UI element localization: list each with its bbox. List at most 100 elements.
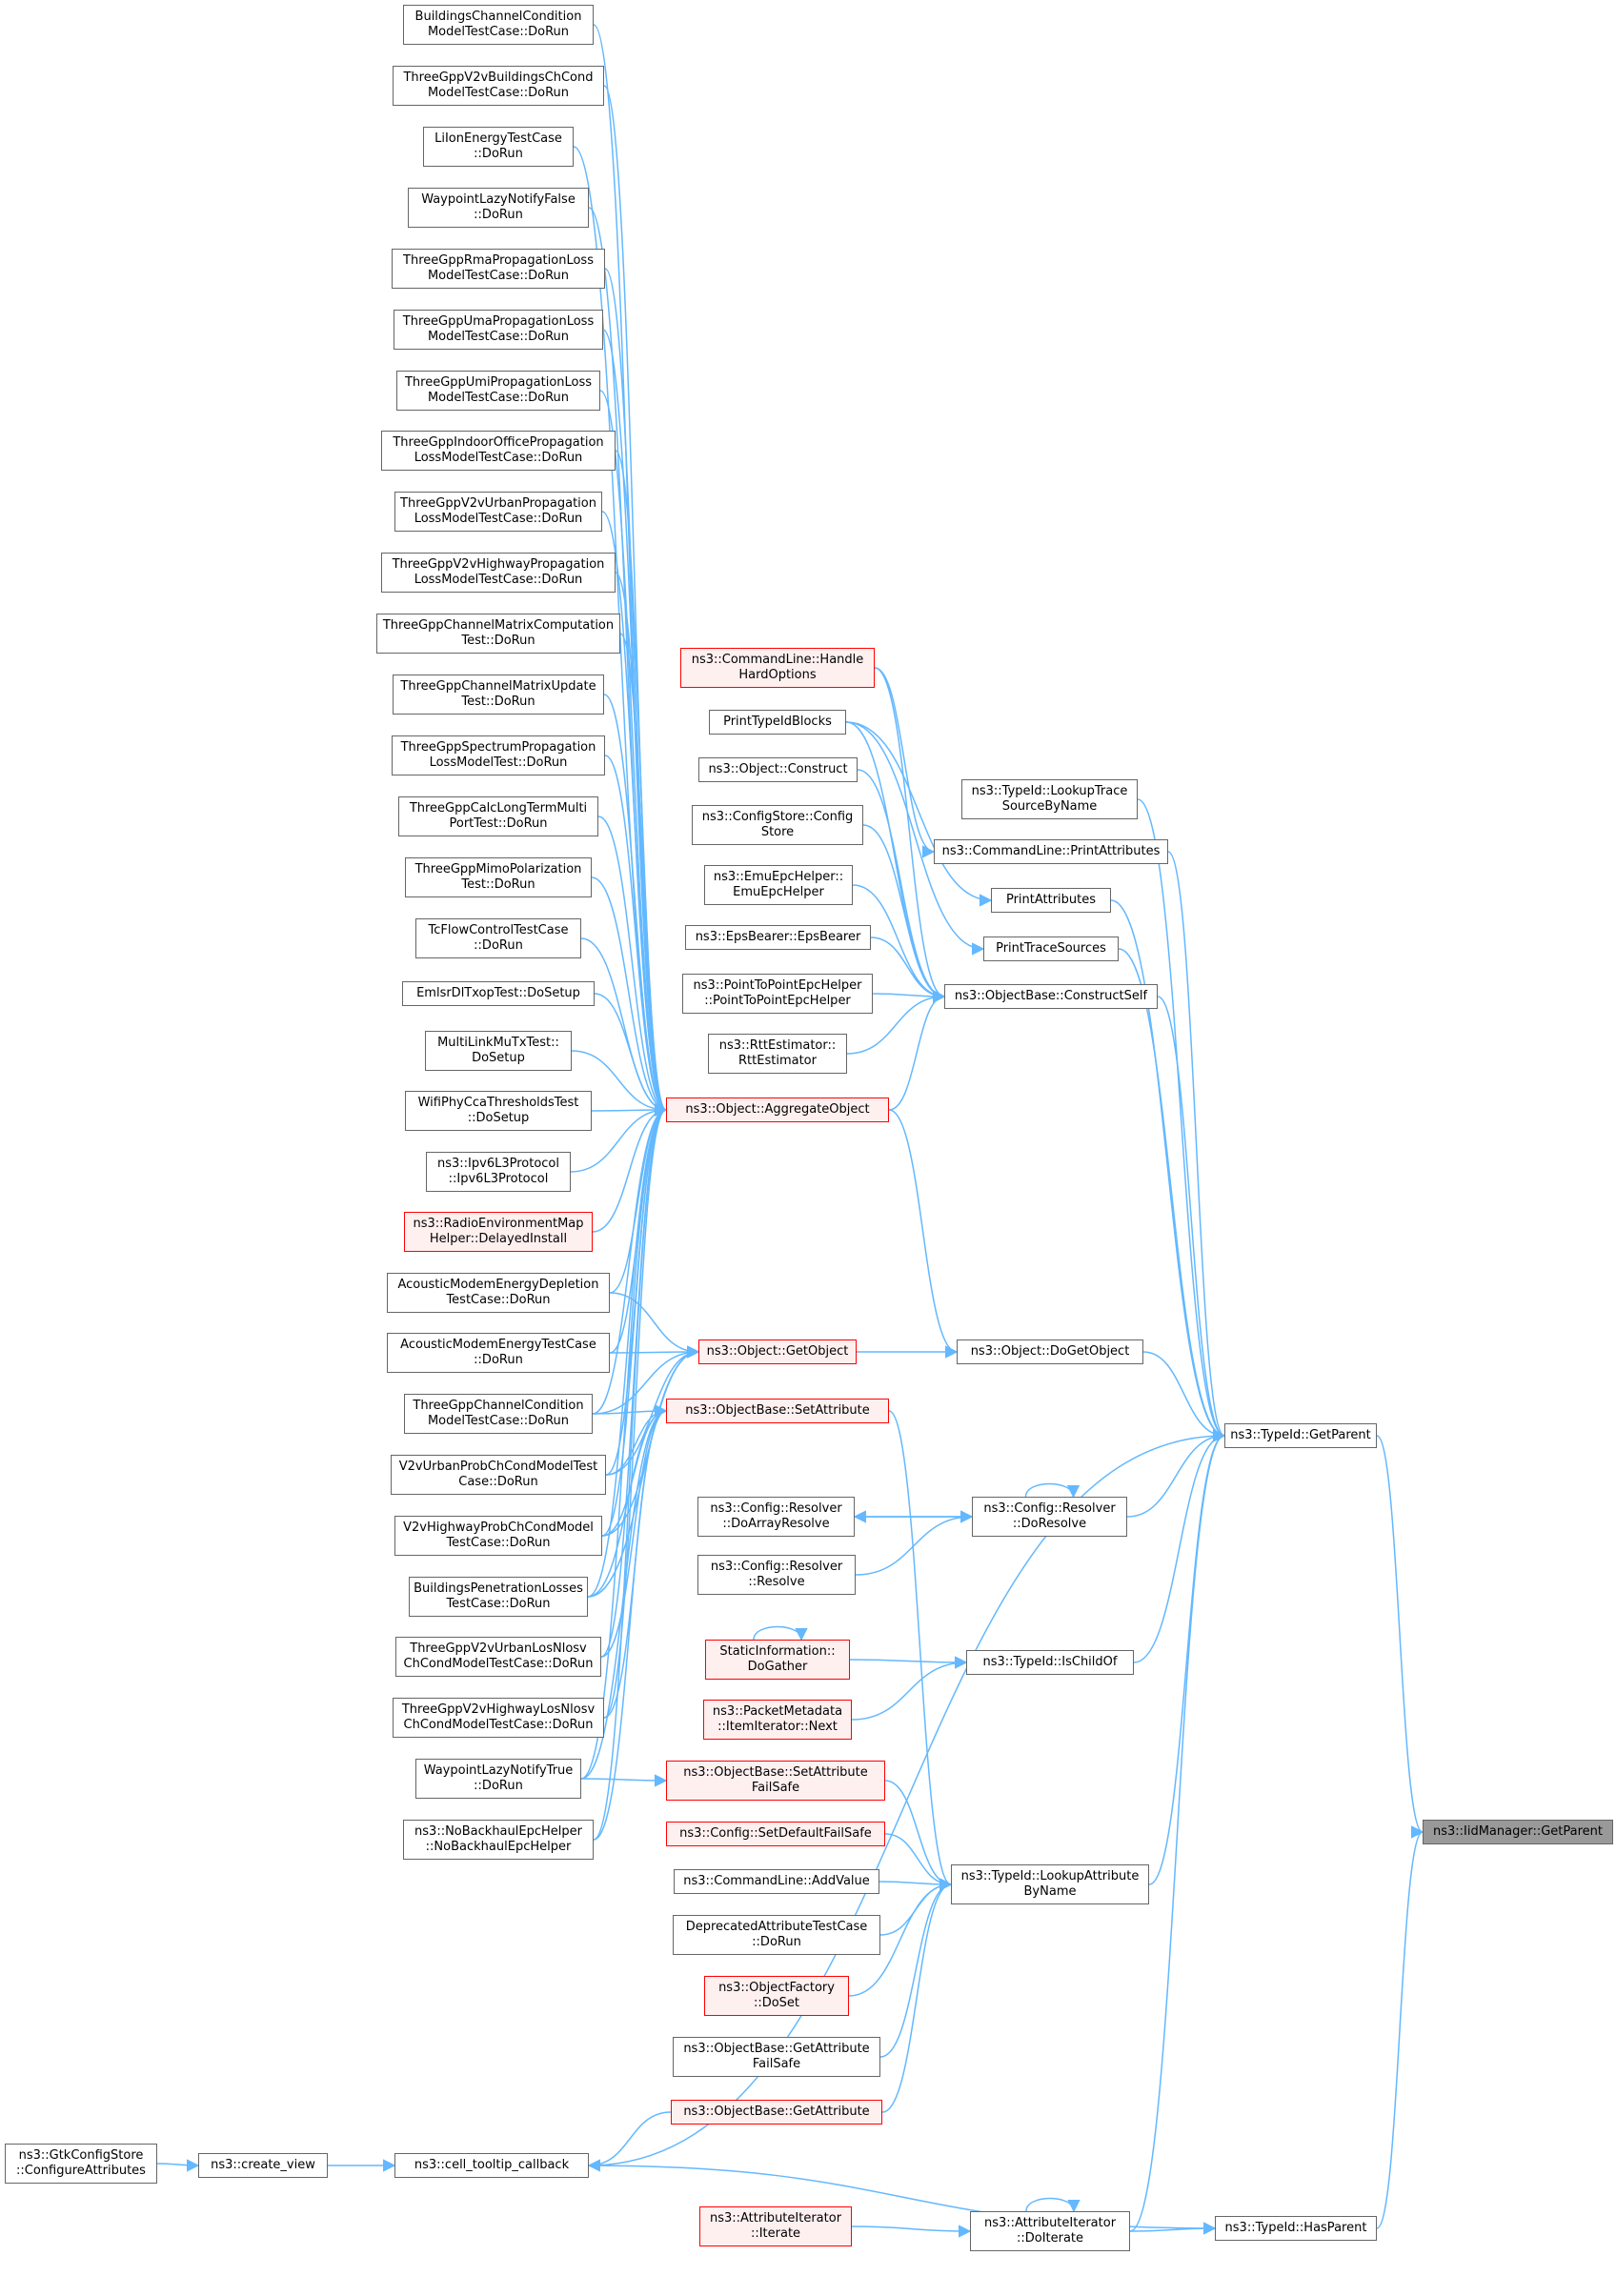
graph-node-label: WaypointLazyNotifyTrue — [423, 1763, 574, 1778]
graph-node-label: PrintAttributes — [1005, 893, 1097, 907]
graph-node[interactable]: WifiPhyCcaThresholdsTest::DoSetup — [405, 1091, 592, 1131]
graph-node[interactable]: ns3::RttEstimator::RttEstimator — [708, 1034, 847, 1074]
graph-node-label: ::DoArrayResolve — [722, 1517, 830, 1531]
graph-node-label: ns3::Object::AggregateObject — [685, 1102, 870, 1117]
graph-node-label: ThreeGppV2vHighwayPropagation — [392, 557, 605, 572]
graph-node-label: ::DoRun — [752, 1935, 801, 1949]
call-edge — [619, 633, 668, 1117]
graph-node[interactable]: ns3::CommandLine::AddValue — [674, 1869, 879, 1894]
graph-node[interactable]: PrintAttributes — [991, 888, 1111, 913]
graph-node[interactable]: ns3::Config::Resolver::DoResolve — [972, 1497, 1127, 1537]
call-edge — [1025, 2197, 1081, 2213]
call-edge — [851, 2225, 972, 2238]
call-edge — [609, 1292, 700, 1359]
graph-node[interactable]: ns3::EpsBearer::EpsBearer — [685, 925, 871, 950]
graph-node[interactable]: ns3::ObjectBase::ConstructSelf — [944, 984, 1158, 1009]
graph-node[interactable]: ns3::EmuEpcHelper::EmuEpcHelper — [704, 865, 853, 905]
graph-node-label: ns3::Config::Resolver — [983, 1501, 1116, 1516]
graph-node[interactable]: ns3::TypeId::GetParent — [1224, 1423, 1377, 1448]
graph-node[interactable]: ns3::ObjectFactory::DoSet — [704, 1976, 849, 2016]
graph-node[interactable]: ns3::Object::DoGetObject — [957, 1339, 1143, 1364]
call-edge — [884, 1780, 953, 1891]
graph-node[interactable]: ns3::CommandLine::PrintAttributes — [934, 839, 1168, 864]
graph-node[interactable]: DeprecatedAttributeTestCase::DoRun — [673, 1915, 880, 1955]
graph-node[interactable]: ns3::PointToPointEpcHelper::PointToPoint… — [682, 974, 873, 1014]
graph-node-label: ns3::ObjectBase::GetAttribute — [683, 2105, 870, 2119]
call-edge — [571, 1050, 668, 1117]
graph-node[interactable]: EmlsrDlTxopTest::DoSetup — [402, 981, 595, 1006]
graph-node[interactable]: ns3::NoBackhaulEpcHelper::NoBackhaulEpcH… — [403, 1820, 594, 1860]
graph-node[interactable]: AcousticModemEnergyTestCase::DoRun — [387, 1333, 610, 1373]
graph-node-label: ns3::Object::DoGetObject — [970, 1344, 1130, 1359]
graph-node[interactable]: PrintTraceSources — [983, 937, 1119, 961]
graph-node[interactable]: ns3::PacketMetadata::ItemIterator::Next — [703, 1700, 852, 1740]
edge-layer — [156, 24, 1424, 2238]
graph-node[interactable]: ns3::Config::SetDefaultFailSafe — [666, 1822, 885, 1846]
graph-node[interactable]: ns3::AttributeIterator::DoIterate — [970, 2211, 1130, 2251]
graph-node[interactable]: ns3::Object::AggregateObject — [666, 1098, 889, 1122]
graph-node[interactable]: MultiLinkMuTxTest::DoSetup — [425, 1031, 572, 1071]
graph-node-label: ns3::TypeId::GetParent — [1230, 1428, 1371, 1442]
call-edge — [1142, 1351, 1226, 1442]
call-edge — [593, 1404, 668, 1841]
call-edge — [881, 1878, 953, 2113]
graph-node[interactable]: WaypointLazyNotifyTrue::DoRun — [415, 1759, 581, 1799]
graph-node-label: ::Ipv6L3Protocol — [448, 1172, 549, 1186]
graph-node[interactable]: ns3::TypeId::IsChildOf — [966, 1650, 1134, 1675]
graph-node[interactable]: ns3::cell_tooltip_callback — [394, 2153, 589, 2178]
graph-node[interactable]: ns3::Object::Construct — [698, 757, 858, 782]
graph-node[interactable]: ns3::create_view — [198, 2153, 328, 2178]
graph-node[interactable]: ns3::ObjectBase::GetAttribute — [671, 2100, 882, 2125]
call-edge — [845, 721, 993, 907]
graph-node[interactable]: PrintTypeIdBlocks — [709, 710, 846, 735]
graph-node[interactable]: TcFlowControlTestCase::DoRun — [415, 918, 581, 958]
call-edge — [603, 694, 668, 1117]
graph-node-label: ThreeGppRmaPropagationLoss — [403, 253, 594, 268]
graph-node[interactable]: StaticInformation::DoGather — [705, 1640, 850, 1680]
call-edge — [884, 1833, 953, 1891]
graph-node[interactable]: ns3::ObjectBase::SetAttribute — [666, 1399, 889, 1423]
graph-node-label: AcousticModemEnergyDepletion — [397, 1278, 599, 1292]
graph-node[interactable]: ns3::Config::Resolver::Resolve — [697, 1555, 856, 1595]
graph-node[interactable]: LiIonEnergyTestCase::DoRun — [423, 127, 574, 167]
graph-node-label: LossModelTestCase::DoRun — [414, 512, 583, 526]
call-edge — [597, 816, 668, 1117]
graph-node[interactable]: ns3::Object::GetObject — [698, 1339, 857, 1364]
graph-node-label: LossModelTestCase::DoRun — [414, 451, 583, 465]
call-edge — [1167, 851, 1226, 1442]
graph-node[interactable]: ns3::TypeId::HasParent — [1215, 2216, 1377, 2241]
graph-node[interactable]: ns3::AttributeIterator::Iterate — [699, 2206, 852, 2246]
graph-node[interactable]: ns3::Config::Resolver::DoArrayResolve — [697, 1497, 855, 1537]
graph-node-label: PortTest::DoRun — [449, 816, 548, 831]
graph-node[interactable]: ns3::GtkConfigStore::ConfigureAttributes — [5, 2144, 157, 2184]
graph-node[interactable]: WaypointLazyNotifyFalse::DoRun — [408, 188, 589, 228]
graph-node[interactable]: ns3::Ipv6L3Protocol::Ipv6L3Protocol — [426, 1152, 571, 1192]
